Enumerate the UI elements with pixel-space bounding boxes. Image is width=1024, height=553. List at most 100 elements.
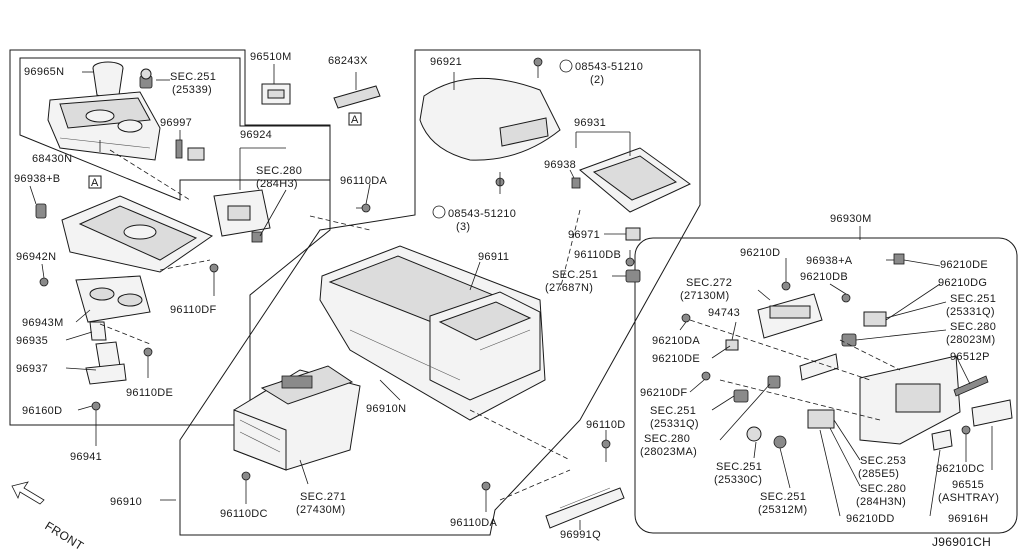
label-sec280-28023M-sub: (28023M) xyxy=(946,334,995,346)
label-96110DB: 96110DB xyxy=(574,249,621,261)
cup-holder-insert-part xyxy=(92,61,124,98)
label-96997: 96997 xyxy=(160,117,192,129)
label-sec280-284H3: SEC.280 xyxy=(256,165,302,177)
box-marker-A-top-text: A xyxy=(351,114,359,126)
label-sec251-25312M-sub: (25312M) xyxy=(758,504,807,516)
label-96110DA-bottom: 96110DA xyxy=(450,517,498,529)
screw-96110DC-part xyxy=(241,471,251,496)
label-sec251-25339-sub: (25339) xyxy=(172,84,212,96)
lid-96931-part xyxy=(579,147,691,213)
label-sec251-25339: SEC.251 xyxy=(170,71,216,83)
cup-holder-96943M-part xyxy=(75,275,151,323)
screw-top-part xyxy=(533,57,573,78)
screw-96210DA-part xyxy=(681,313,691,323)
label-96991Q: 96991Q xyxy=(560,529,601,541)
module-285E5-part xyxy=(807,409,835,429)
screw-96110DA-top-part xyxy=(356,203,371,213)
bracket-96210DB-part xyxy=(841,293,887,327)
finisher-96930M-part xyxy=(799,353,961,445)
label-screw-mid-qty: (3) xyxy=(456,221,470,233)
label-sec253: SEC.253 xyxy=(860,455,906,467)
diagram-id: J96901CH xyxy=(932,535,991,549)
label-96110DF: 96110DF xyxy=(170,304,217,316)
bracket-96935-part xyxy=(89,321,107,341)
label-96971: 96971 xyxy=(568,229,600,241)
label-94743: 94743 xyxy=(708,307,740,319)
leader-lines xyxy=(29,64,993,530)
label-sec251-25330C: SEC.251 xyxy=(716,461,762,473)
bracket-96510M-part xyxy=(261,83,291,105)
label-96924: 96924 xyxy=(240,129,272,141)
label-sec272: SEC.272 xyxy=(686,277,732,289)
label-sec251-25331Q-right: SEC.251 xyxy=(950,293,996,305)
screw-96210D-part xyxy=(781,281,791,291)
label-96910: 96910 xyxy=(110,496,142,508)
part-labels: 96965N SEC.251 (25339) 96997 68430N 9693… xyxy=(14,51,999,553)
bolt-96942N-part xyxy=(39,277,49,287)
switch-27687N-part xyxy=(625,269,641,283)
label-sec280-284H3N: SEC.280 xyxy=(860,483,906,495)
label-96937: 96937 xyxy=(16,363,48,375)
switch-25331Q-left-part xyxy=(733,375,781,403)
label-sec280-28023M: SEC.280 xyxy=(950,321,996,333)
socket-25330C-part xyxy=(746,426,787,449)
speaker-94743-part xyxy=(725,339,739,351)
label-96943M: 96943M xyxy=(22,317,64,329)
screw-96110DA-bottom-part xyxy=(481,481,491,491)
clip-96997-part xyxy=(175,139,205,161)
label-96515: 96515 xyxy=(952,479,984,491)
label-96510M: 96510M xyxy=(250,51,292,63)
label-96210DB: 96210DB xyxy=(800,271,848,283)
armrest-lid-96921-part xyxy=(419,77,561,161)
box-marker-A-top xyxy=(348,112,362,126)
screw-mid-part xyxy=(432,172,505,219)
label-screw-mid: 08543-51210 xyxy=(448,208,516,220)
label-96916H: 96916H xyxy=(948,513,988,525)
switch-25339-part xyxy=(139,68,153,89)
finisher-A-part xyxy=(61,195,214,273)
label-96935: 96935 xyxy=(16,335,48,347)
label-96515-sub: (ASHTRAY) xyxy=(938,492,999,504)
screw-96160D-part xyxy=(91,401,101,420)
frame-left-group xyxy=(9,49,331,426)
label-96210DE-left: 96210DE xyxy=(652,353,700,365)
clip-96938B-part xyxy=(35,203,47,219)
latch-96971-part xyxy=(625,227,641,241)
tray-68430N-part xyxy=(47,91,161,161)
frame-right-group xyxy=(634,237,1018,534)
label-96210DE-right: 96210DE xyxy=(940,259,988,271)
screw-96110DB-part xyxy=(625,257,635,267)
label-96931: 96931 xyxy=(574,117,606,129)
label-sec280-28023MA: SEC.280 xyxy=(644,433,690,445)
frame-upper-left-inner xyxy=(19,57,331,201)
label-sec251-25312M: SEC.251 xyxy=(760,491,806,503)
ashtray-96515-part xyxy=(971,399,1013,427)
label-screw-top: 08543-51210 xyxy=(575,61,643,73)
screw-96110DF-part xyxy=(209,263,219,290)
label-96110D: 96110D xyxy=(586,419,626,431)
label-68243X: 68243X xyxy=(328,55,368,67)
front-label: FRONT xyxy=(42,519,86,553)
label-96110DA-top: 96110DA xyxy=(340,175,388,187)
label-sec251-25331Q-left: SEC.251 xyxy=(650,405,696,417)
emblem-68243X-part xyxy=(333,85,381,109)
label-sec251-27687N-sub: (27687N) xyxy=(545,282,593,294)
clip-96938A-part xyxy=(893,253,905,265)
label-96965N: 96965N xyxy=(24,66,64,78)
screw-96210DC-part xyxy=(961,425,971,435)
label-sec280-284H3N-sub: (284H3N) xyxy=(856,496,906,508)
label-96921: 96921 xyxy=(430,56,462,68)
label-sec251-27687N: SEC.251 xyxy=(552,269,598,281)
bracket-96924-part xyxy=(213,189,271,243)
screw-96210DF-part xyxy=(701,371,711,381)
label-sec253-sub: (285E5) xyxy=(858,468,899,480)
box-marker-A-left xyxy=(88,175,102,189)
screw-96110D-part xyxy=(601,439,611,462)
label-96910N: 96910N xyxy=(366,403,406,415)
label-sec251-25330C-sub: (25330C) xyxy=(714,474,762,486)
label-96210DF: 96210DF xyxy=(640,387,687,399)
label-96512P: 96512P xyxy=(950,351,990,363)
label-sec251-25331Q-left-sub: (25331Q) xyxy=(650,418,699,430)
label-96210DC: 96210DC xyxy=(936,463,985,475)
